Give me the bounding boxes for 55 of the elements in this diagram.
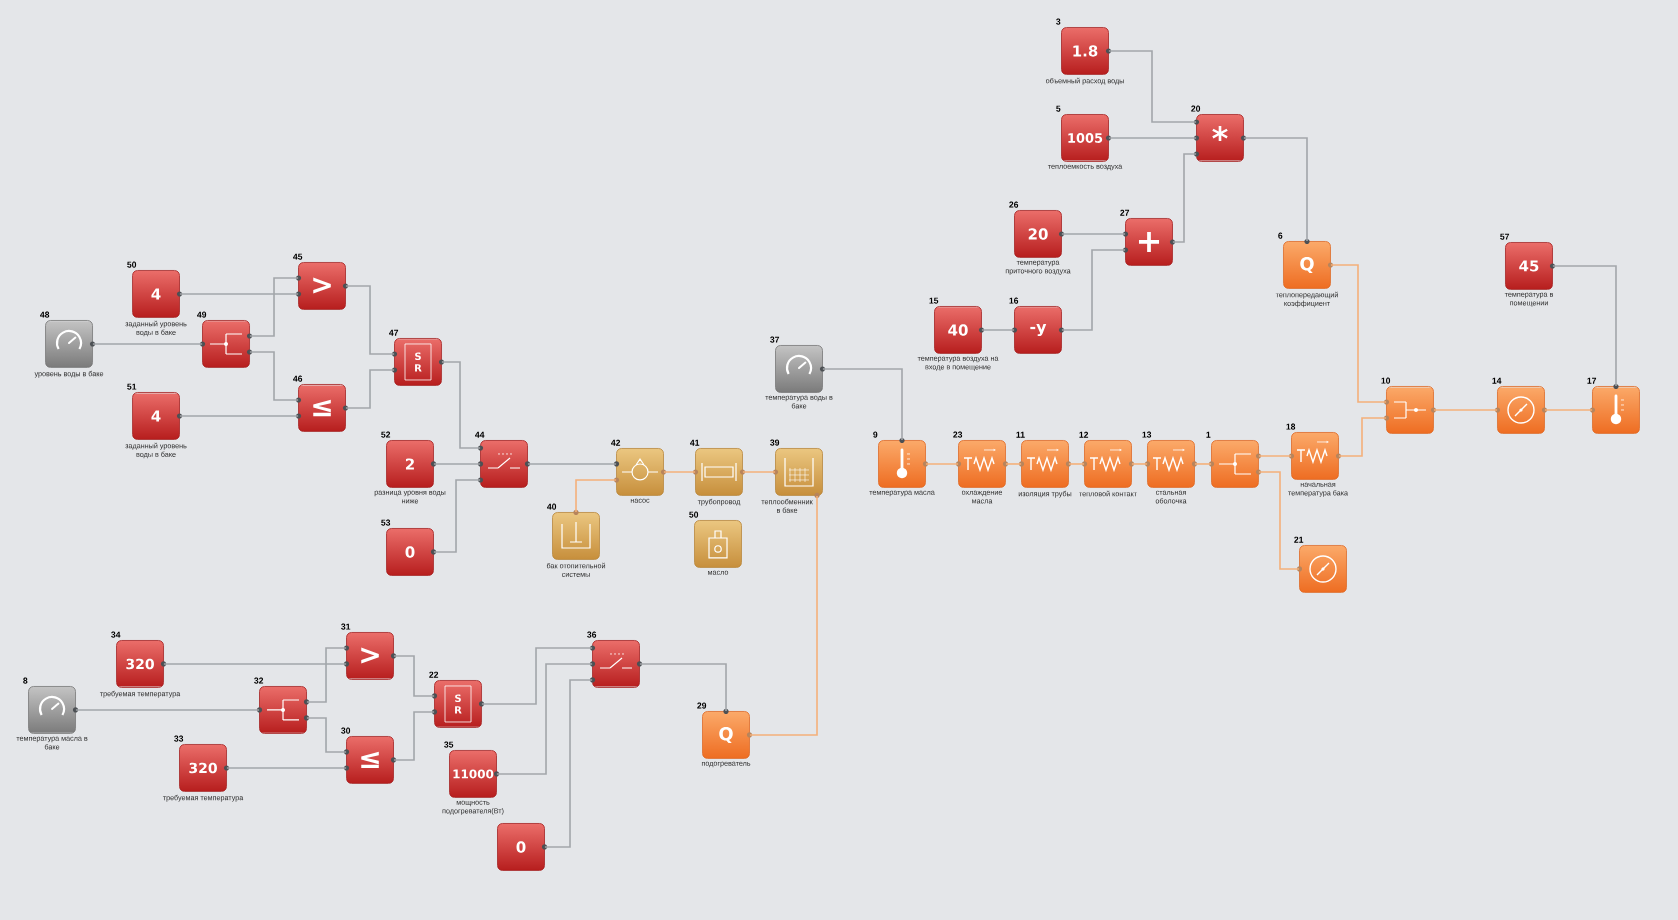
connector [1108,50,1197,123]
connector [663,471,696,473]
connector [496,663,593,775]
function-block: Q [702,708,753,759]
connector [433,479,481,553]
connector [1131,463,1148,465]
connector [1194,463,1212,465]
connector [527,463,617,465]
connector [1258,455,1292,457]
connector [306,717,347,753]
connector [1061,233,1126,235]
connector [345,285,395,355]
connector [575,479,617,513]
function-block: ≤ [343,736,397,784]
connector [306,647,347,703]
connector [249,351,299,401]
connector [393,655,435,697]
connector [822,368,903,441]
connector [226,767,347,769]
connector [345,369,395,409]
connector [92,343,203,345]
connector [481,647,593,705]
connector [544,679,593,848]
connector [249,277,299,337]
function-block: > [295,262,349,310]
connector [749,495,818,736]
connector [1061,249,1126,331]
connector [1172,153,1197,243]
connector [1068,463,1085,465]
connector [441,361,481,449]
connector [1330,264,1387,403]
connector [742,471,776,473]
connector [1243,137,1308,242]
function-block: > [343,632,397,680]
connector [1552,265,1617,387]
connector [1338,417,1387,457]
connector [179,293,299,295]
function-block: + [1122,218,1176,266]
function-block: Q [1283,238,1334,289]
connector [1544,409,1593,411]
function-block: -y [1011,306,1065,354]
connector [163,663,347,665]
connector [639,663,727,712]
connector [981,329,1015,331]
function-block: * [1193,114,1247,162]
connector [1433,409,1498,411]
connector [1108,137,1197,139]
connector [433,463,481,465]
connector [75,709,260,711]
function-block: ≤ [295,384,349,432]
connector [925,463,959,465]
connector [179,415,299,417]
connector [1258,471,1300,570]
connector [393,711,435,761]
connector [1005,463,1022,465]
